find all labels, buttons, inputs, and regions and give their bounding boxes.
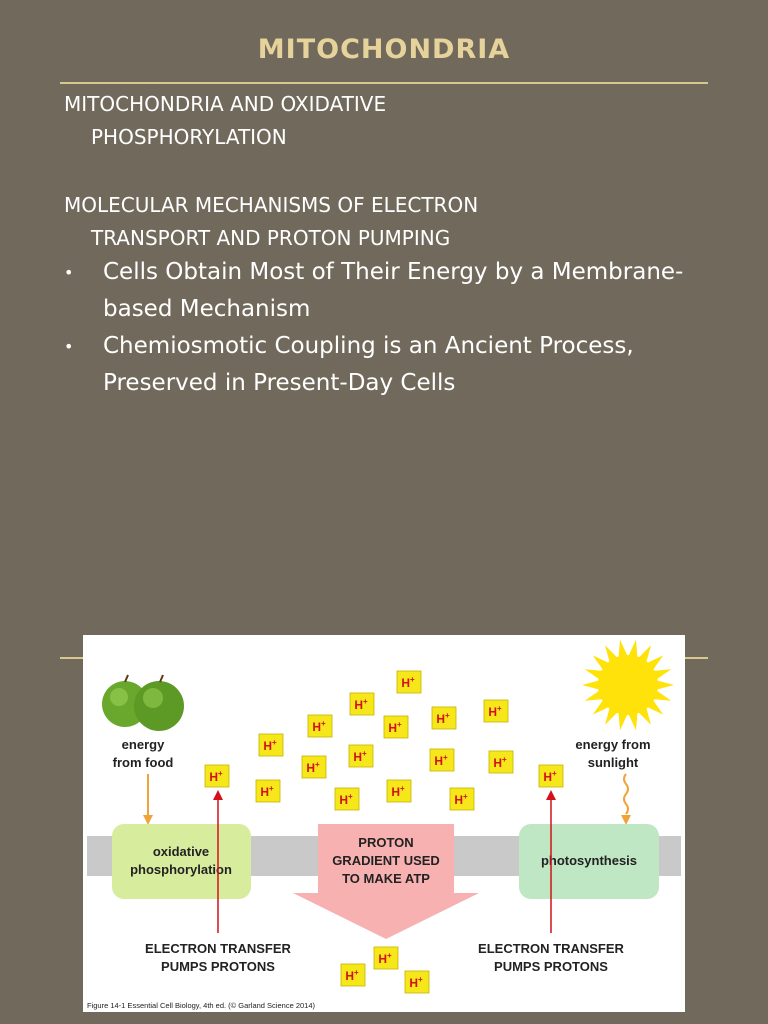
proton-marker: H+: [431, 706, 457, 730]
sun-ray: [582, 680, 601, 690]
proton-markers: H+H+H+H+H+H+H+H+H+H+H+H+H+H+H+H+H+H+H+H+: [204, 670, 564, 994]
energy-food-label: energy: [122, 737, 165, 752]
energy-sun-label: energy from: [575, 737, 650, 752]
proton-marker: H+: [538, 764, 564, 788]
proton-marker: H+: [349, 692, 375, 716]
subheading-electron-transport: MOLECULAR MECHANISMS OF ELECTRON TRANSPO…: [64, 189, 478, 255]
electron-transfer-label-right: PUMPS PROTONS: [494, 959, 608, 974]
proton-marker: H+: [204, 764, 230, 788]
oxidative-phosphorylation-label: oxidative: [153, 844, 209, 859]
proton-marker: H+: [301, 755, 327, 779]
proton-gradient-label: PROTON: [358, 835, 413, 850]
proton-marker: H+: [334, 787, 360, 811]
energy-food-label: from food: [113, 755, 174, 770]
oxidative-phosphorylation-label: phosphorylation: [130, 862, 232, 877]
sun-disc: [598, 655, 658, 715]
sun-ray: [628, 639, 638, 659]
bullet-item: • Cells Obtain Most of Their Energy by a…: [64, 254, 724, 328]
proton-marker: H+: [449, 787, 475, 811]
slide-title: MITOCHONDRIA: [257, 34, 511, 65]
subheading-line: MITOCHONDRIA AND OXIDATIVE: [64, 92, 387, 116]
sun-ray: [628, 711, 638, 731]
proton-marker: H+: [429, 748, 455, 772]
proton-gradient-label: TO MAKE ATP: [342, 871, 430, 886]
bullet-marker: •: [64, 337, 74, 356]
electron-transfer-label-right: ELECTRON TRANSFER: [478, 941, 625, 956]
electron-transfer-label-left: ELECTRON TRANSFER: [145, 941, 292, 956]
bullet-item: • Chemiosmotic Coupling is an Ancient Pr…: [64, 328, 724, 402]
proton-marker: H+: [483, 699, 509, 723]
proton-marker: H+: [396, 670, 422, 694]
proton-marker: H+: [255, 779, 281, 803]
proton-pump-arrow-right: [546, 790, 556, 933]
proton-marker: H+: [307, 714, 333, 738]
bullet-marker: •: [64, 263, 74, 282]
proton-gradient-arrow: [293, 824, 479, 939]
sun-ray: [618, 639, 628, 659]
subheading-line: PHOSPHORYLATION: [91, 125, 287, 149]
bullet-text: Cells Obtain Most of Their Energy by a M…: [103, 259, 684, 322]
subheading-line: MOLECULAR MECHANISMS OF ELECTRON: [64, 193, 479, 217]
figure-caption: Figure 14-1 Essential Cell Biology, 4th …: [87, 1001, 316, 1010]
apple-icon: [102, 674, 184, 731]
proton-marker: H+: [348, 744, 374, 768]
proton-gradient-label: GRADIENT USED: [332, 853, 440, 868]
proton-marker: H+: [488, 750, 514, 774]
proton-marker: H+: [340, 963, 366, 987]
chemiosmotic-figure: energy from food energy from sunlight ox…: [83, 635, 685, 1012]
oxidative-phosphorylation-box: [112, 824, 251, 899]
proton-marker: H+: [258, 733, 284, 757]
sun-icon: [582, 639, 674, 731]
bullet-list: • Cells Obtain Most of Their Energy by a…: [64, 254, 724, 402]
sunlight-energy-arrow: [621, 773, 631, 825]
title-rule: [60, 82, 708, 84]
photosynthesis-label: photosynthesis: [541, 853, 637, 868]
sun-ray: [655, 680, 674, 690]
subheading-oxidative-phosphorylation: MITOCHONDRIA AND OXIDATIVE PHOSPHORYLATI…: [64, 88, 386, 154]
proton-marker: H+: [386, 779, 412, 803]
subheading-line: TRANSPORT AND PROTON PUMPING: [91, 226, 451, 250]
proton-marker: H+: [404, 970, 430, 994]
photosynthesis-box: [519, 824, 659, 899]
food-energy-arrow: [143, 774, 153, 825]
energy-sun-label: sunlight: [588, 755, 639, 770]
proton-marker: H+: [373, 946, 399, 970]
electron-transfer-label-left: PUMPS PROTONS: [161, 959, 275, 974]
sun-ray: [618, 711, 628, 731]
bullet-text: Chemiosmotic Coupling is an Ancient Proc…: [103, 333, 634, 396]
proton-pump-arrow-left: [213, 790, 223, 933]
proton-marker: H+: [383, 715, 409, 739]
